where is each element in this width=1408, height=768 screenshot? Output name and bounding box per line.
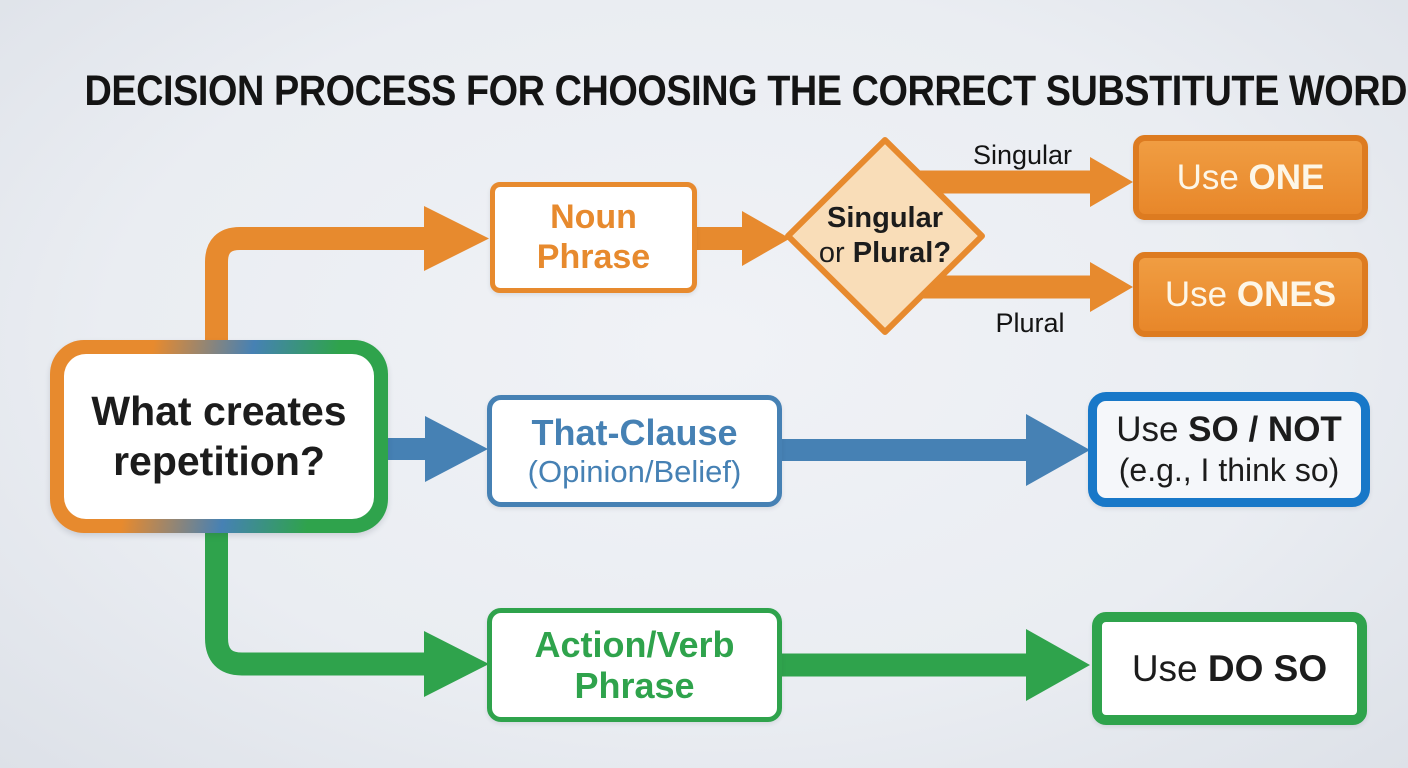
arrowhead-root-to-noun xyxy=(424,206,489,271)
arrowhead-plural xyxy=(1090,262,1133,312)
outcome-use-ones: Use ONES xyxy=(1133,252,1368,337)
noun-phrase-node: Noun Phrase xyxy=(490,182,697,293)
outcome-use-do-so: Use DO SO xyxy=(1092,612,1367,725)
outcome-use-one: Use ONE xyxy=(1133,135,1368,220)
arrowhead-root-to-action xyxy=(424,631,489,697)
root-question-node: What creates repetition? xyxy=(50,340,388,533)
action-verb-node: Action/Verb Phrase xyxy=(487,608,782,722)
decision-diamond-shape xyxy=(785,137,985,335)
connector-root-to-action xyxy=(205,530,424,676)
that-clause-node: That-Clause (Opinion/Belief) xyxy=(487,395,782,507)
decision-diamond-label: Singular or Plural? xyxy=(818,202,952,269)
page-title: DECISION PROCESS FOR CHOOSING THE CORREC… xyxy=(84,66,1407,115)
arrowhead-noun-to-decision xyxy=(742,211,790,266)
arrowhead-root-to-that xyxy=(425,416,488,482)
edge-label-singular: Singular xyxy=(972,140,1073,170)
edge-label-plural: Plural xyxy=(995,308,1065,338)
arrowhead-action-to-doso xyxy=(1026,629,1090,701)
connector-root-to-noun xyxy=(205,227,424,344)
root-question-label: What creates repetition? xyxy=(64,354,374,519)
arrowhead-that-to-sonot xyxy=(1026,414,1090,486)
arrowhead-singular xyxy=(1090,157,1133,207)
outcome-use-so-not: Use SO / NOT (e.g., I think so) xyxy=(1088,392,1370,507)
